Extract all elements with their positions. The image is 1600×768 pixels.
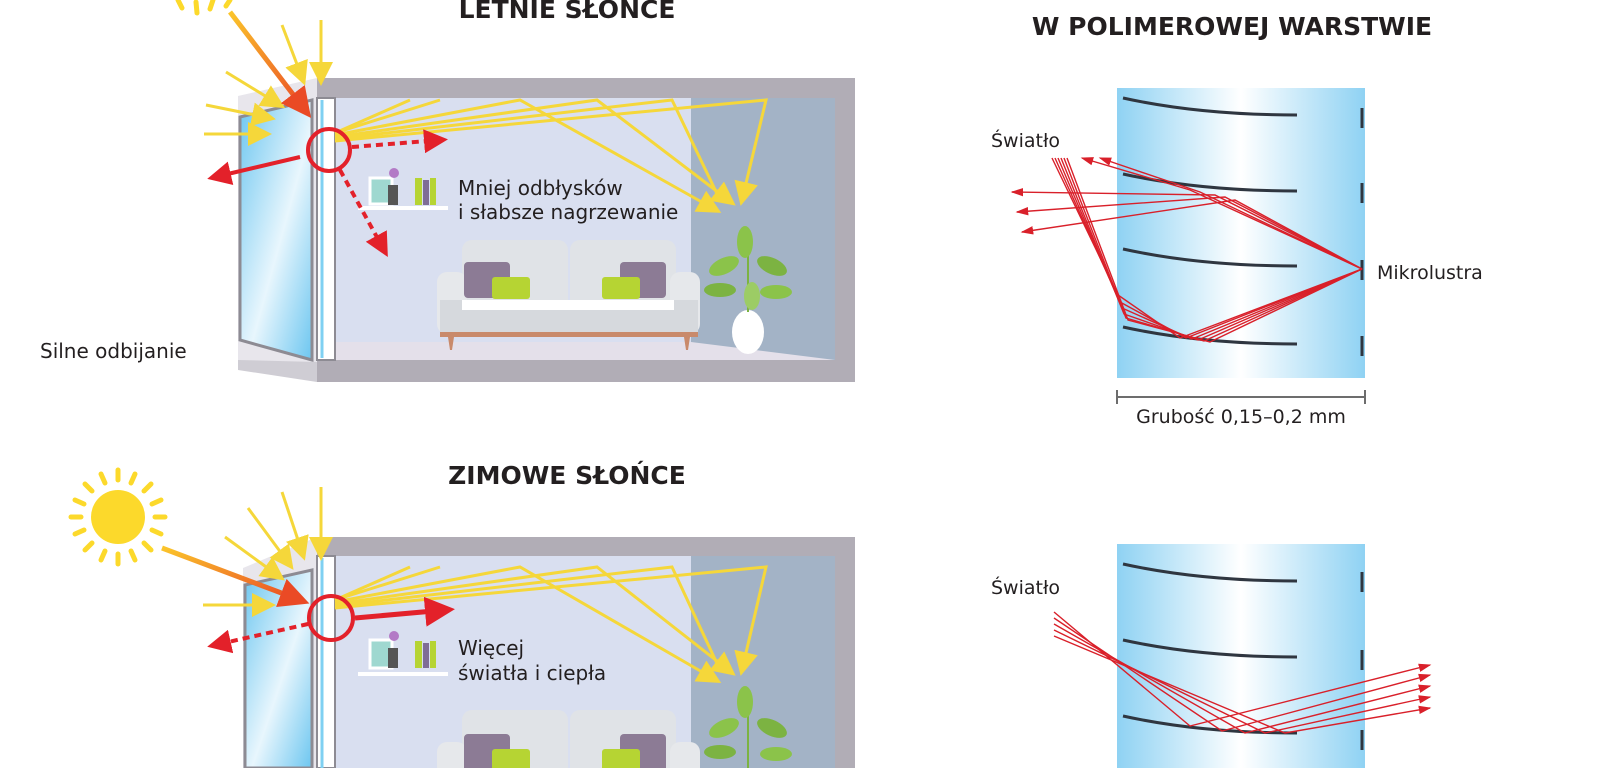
winter-reflect-arrow (207, 622, 309, 654)
winter-interior-rays (334, 565, 768, 683)
summer-sofa (437, 240, 700, 350)
summer-focus-circle (306, 127, 352, 173)
winter-transmit-arrow (354, 596, 455, 627)
winter-sofa (437, 710, 700, 768)
polymer-layer (1117, 88, 1365, 378)
micro-rays-top (1010, 157, 1363, 343)
summer-incoming-rays (204, 20, 333, 146)
summer-scene: LETNIE SŁOŃCE (40, 0, 855, 382)
micro-mirror-label: Mikrolustra (1377, 262, 1483, 284)
summer-interior-rays (334, 98, 768, 213)
micro-rays-bottom (1053, 611, 1432, 734)
summer-plant (704, 226, 792, 354)
winter-shelf (358, 631, 448, 676)
winter-caption-line1: Więcej (458, 636, 524, 660)
thickness-dimension-line (1116, 390, 1366, 404)
summer-reflect-arrow (207, 155, 301, 186)
thickness-label: Grubość 0,15–0,2 mm (1136, 406, 1346, 428)
micro-mirror-curves (1122, 96, 1298, 346)
micro-mirror-curves-bottom (1122, 562, 1298, 735)
micro-light-label-bottom: Światło (991, 575, 1060, 599)
summer-sun-icon (175, 0, 233, 16)
winter-plant (704, 686, 792, 768)
winter-sun-ray (161, 545, 310, 607)
winter-incoming-rays (203, 487, 333, 617)
micro-panel-bottom: Światło (991, 544, 1432, 768)
summer-sun-ray (228, 10, 312, 118)
micro-title: W POLIMEROWEJ WARSTWIE (1032, 12, 1432, 41)
summer-transmit-arrow (351, 129, 448, 154)
summer-outside-label: Silne odbijanie (40, 339, 187, 363)
micro-light-label-top: Światło (991, 128, 1060, 152)
winter-sun-icon (68, 467, 168, 567)
winter-title: ZIMOWE SŁOŃCE (448, 461, 686, 490)
micro-panel-top: W POLIMEROWEJ WARSTWIE Świa (991, 12, 1483, 428)
summer-shelf (358, 168, 448, 210)
winter-scene: ZIMOWE SŁOŃCE (68, 461, 855, 768)
winter-focus-circle (307, 594, 355, 642)
summer-down-arrow (338, 169, 388, 258)
summer-caption-line1: Mniej odbłysków (458, 176, 623, 200)
summer-caption-line2: i słabsze nagrzewanie (458, 200, 678, 224)
winter-caption-line2: światła i ciepła (458, 661, 606, 685)
summer-title: LETNIE SŁOŃCE (459, 0, 676, 24)
